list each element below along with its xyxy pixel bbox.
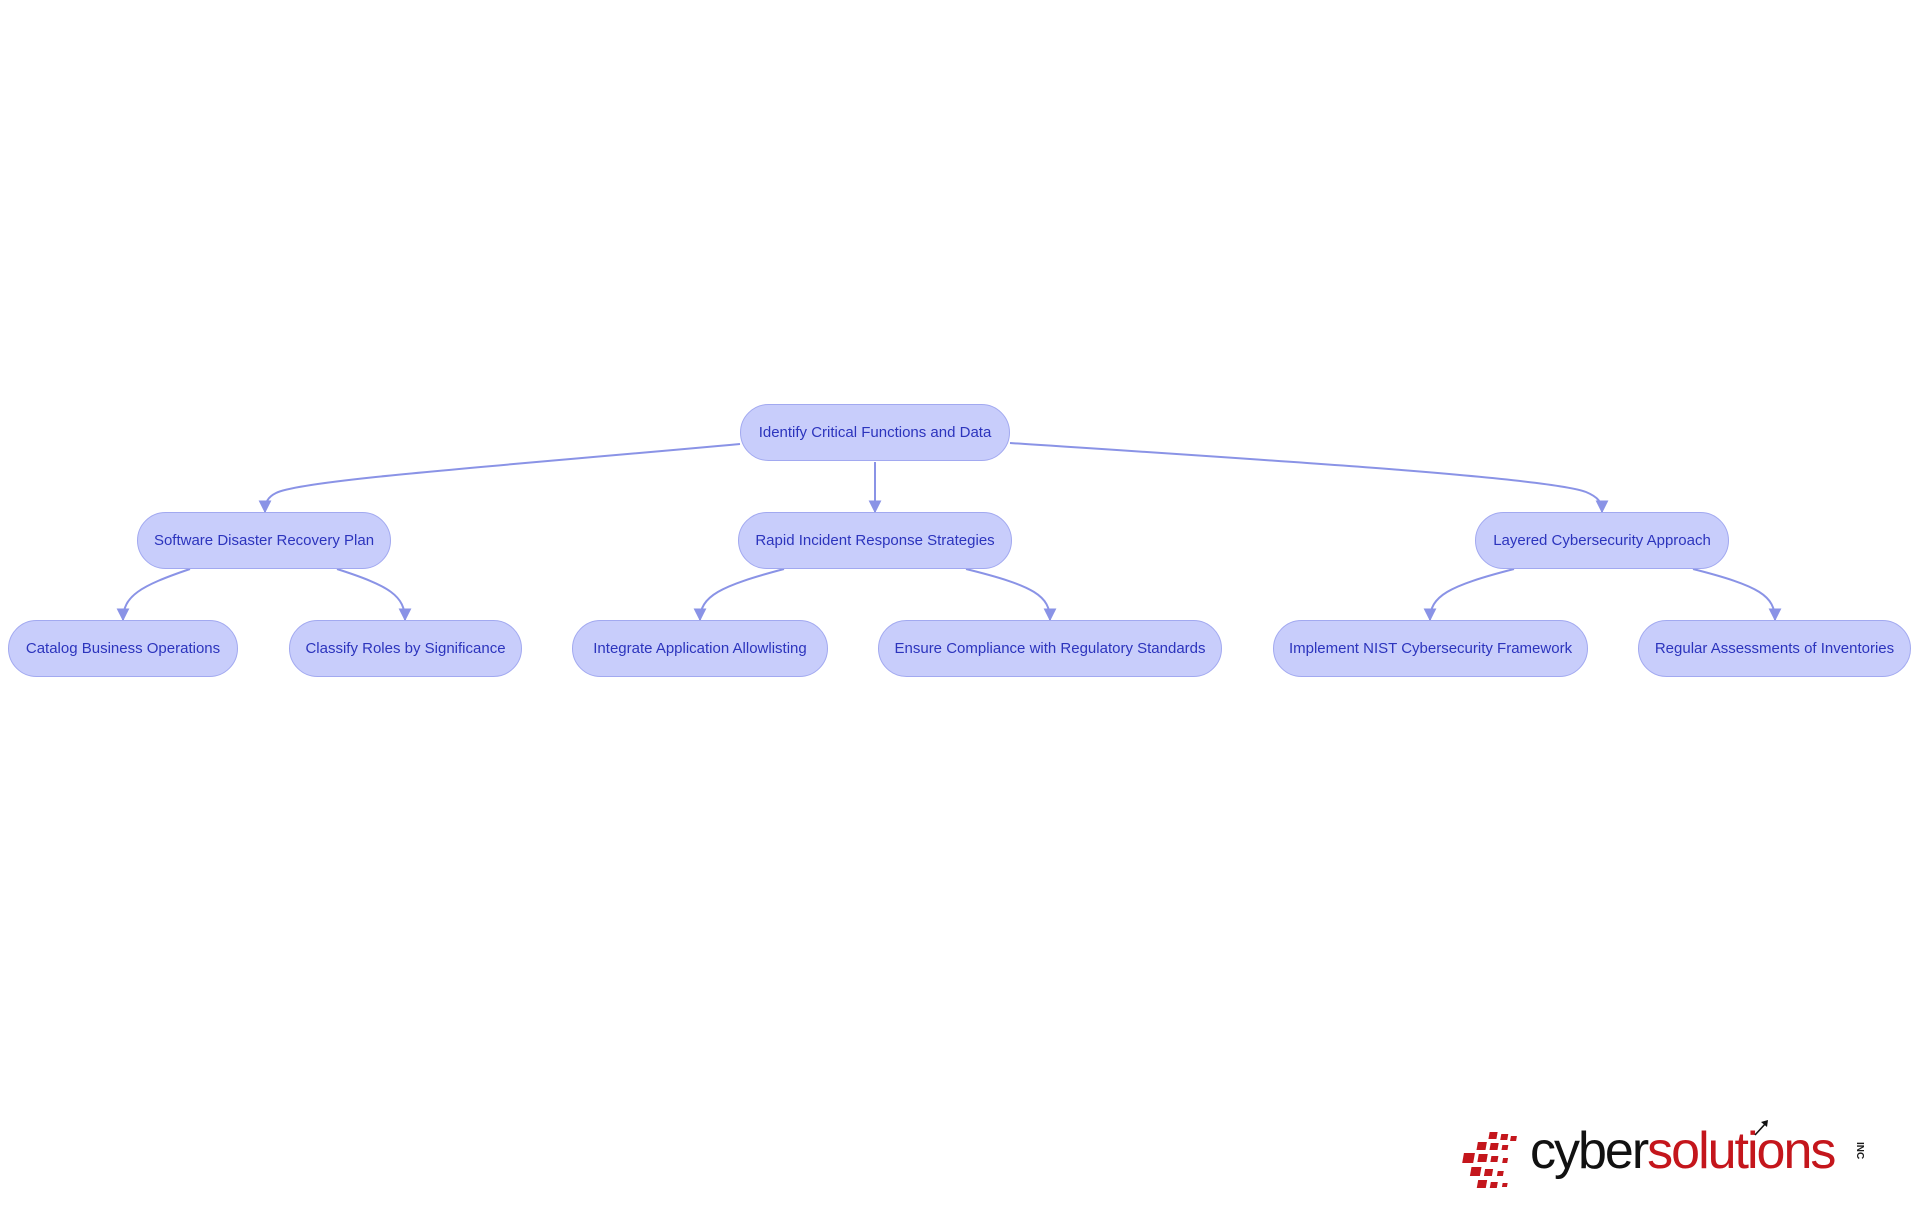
node-integrate-application-allowlisting[interactable]: Integrate Application Allowlisting bbox=[572, 620, 828, 677]
logo-text-solutions: solutions bbox=[1647, 1122, 1836, 1180]
edge-drp-to-classify bbox=[336, 568, 412, 622]
edge-lca-to-assess bbox=[1692, 568, 1782, 622]
node-ensure-compliance[interactable]: Ensure Compliance with Regulatory Standa… bbox=[878, 620, 1222, 677]
node-rapid-incident-response[interactable]: Rapid Incident Response Strategies bbox=[738, 512, 1012, 569]
edge-irs-to-allowlist bbox=[693, 568, 785, 622]
node-implement-nist[interactable]: Implement NIST Cybersecurity Framework bbox=[1273, 620, 1588, 677]
node-layered-cybersecurity[interactable]: Layered Cybersecurity Approach bbox=[1475, 512, 1729, 569]
node-regular-assessments[interactable]: Regular Assessments of Inventories bbox=[1638, 620, 1911, 677]
node-identify-critical-functions[interactable]: Identify Critical Functions and Data bbox=[740, 404, 1010, 461]
node-software-disaster-recovery-plan[interactable]: Software Disaster Recovery Plan bbox=[137, 512, 391, 569]
logo-inc-suffix: INC bbox=[1854, 1142, 1865, 1160]
logo-wordmark: cybersolutions bbox=[1530, 1121, 1836, 1181]
logo-text-cyber: cyber bbox=[1530, 1122, 1649, 1180]
node-classify-roles[interactable]: Classify Roles by Significance bbox=[289, 620, 522, 677]
node-catalog-business-operations[interactable]: Catalog Business Operations bbox=[8, 620, 238, 677]
cybersolutions-logo: cybersolutions INC bbox=[1462, 1118, 1867, 1200]
edge-irs-to-compliance bbox=[965, 568, 1057, 622]
logo-arrow-icon bbox=[1754, 1120, 1768, 1136]
edge-drp-to-catalog bbox=[116, 568, 191, 622]
edge-root-to-lca bbox=[1009, 442, 1609, 514]
edge-lca-to-nist bbox=[1423, 568, 1515, 622]
logo-mark-icon bbox=[1462, 1132, 1517, 1188]
edge-root-to-drp bbox=[258, 443, 741, 514]
